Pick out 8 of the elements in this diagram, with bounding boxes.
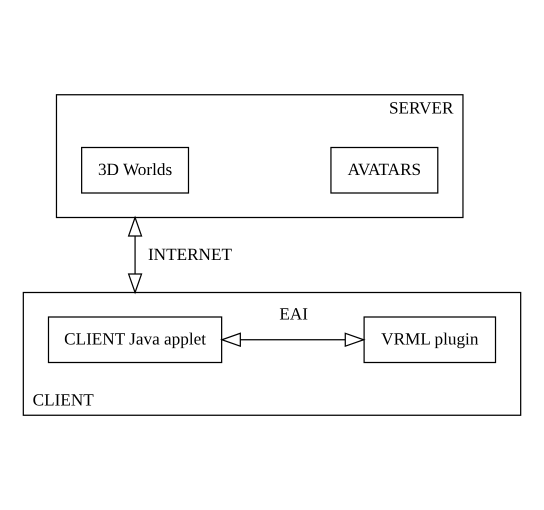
node-box: AVATARS <box>330 146 438 194</box>
arrow <box>128 216 142 294</box>
edge-label: INTERNET <box>148 245 232 264</box>
node-box: 3D Worlds <box>81 146 190 194</box>
node-box: CLIENT Java applet <box>48 316 222 364</box>
edge-label: EAI <box>279 304 308 324</box>
arrow <box>220 332 366 348</box>
node-box: VRML plugin <box>364 316 496 364</box>
